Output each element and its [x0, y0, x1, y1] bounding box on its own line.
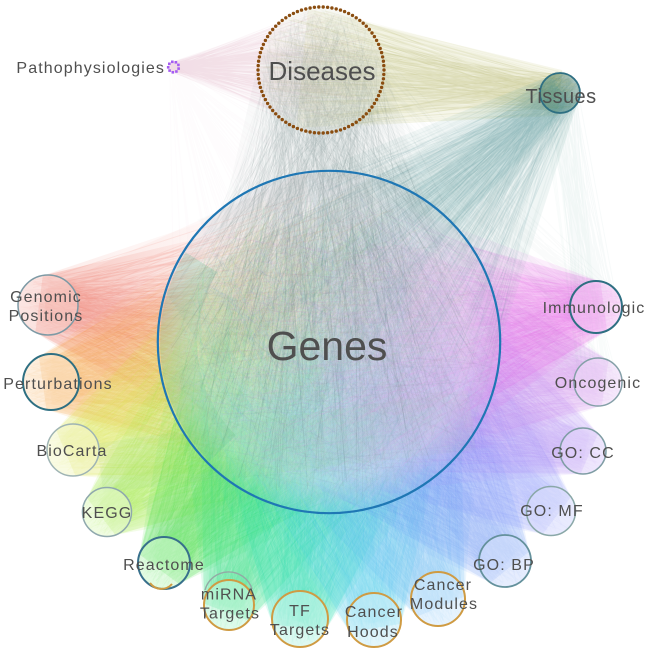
- svg-text:GO: MF: GO: MF: [520, 503, 583, 520]
- svg-text:BioCarta: BioCarta: [36, 443, 107, 460]
- svg-text:Diseases: Diseases: [269, 56, 376, 86]
- svg-text:Cancer: Cancer: [345, 604, 403, 621]
- svg-text:Positions: Positions: [9, 308, 84, 325]
- svg-text:Cancer: Cancer: [414, 577, 472, 594]
- svg-text:GO: CC: GO: CC: [551, 445, 615, 462]
- svg-text:Modules: Modules: [410, 596, 478, 613]
- svg-text:Targets: Targets: [270, 622, 330, 639]
- svg-text:KEGG: KEGG: [82, 505, 133, 522]
- svg-text:Immunologic: Immunologic: [543, 300, 646, 317]
- svg-text:Hoods: Hoods: [347, 624, 399, 641]
- svg-text:TF: TF: [289, 603, 311, 620]
- svg-text:Perturbations: Perturbations: [3, 376, 112, 393]
- svg-text:Genomic: Genomic: [10, 289, 82, 306]
- svg-text:Pathophysiologies: Pathophysiologies: [16, 60, 165, 77]
- svg-text:miRNA: miRNA: [201, 587, 257, 604]
- svg-text:Oncogenic: Oncogenic: [555, 375, 641, 392]
- svg-text:Reactome: Reactome: [123, 557, 205, 574]
- svg-text:Targets: Targets: [200, 606, 260, 623]
- svg-text:GO: BP: GO: BP: [473, 557, 535, 574]
- svg-text:Genes: Genes: [267, 323, 388, 369]
- svg-text:Tissues: Tissues: [526, 86, 597, 108]
